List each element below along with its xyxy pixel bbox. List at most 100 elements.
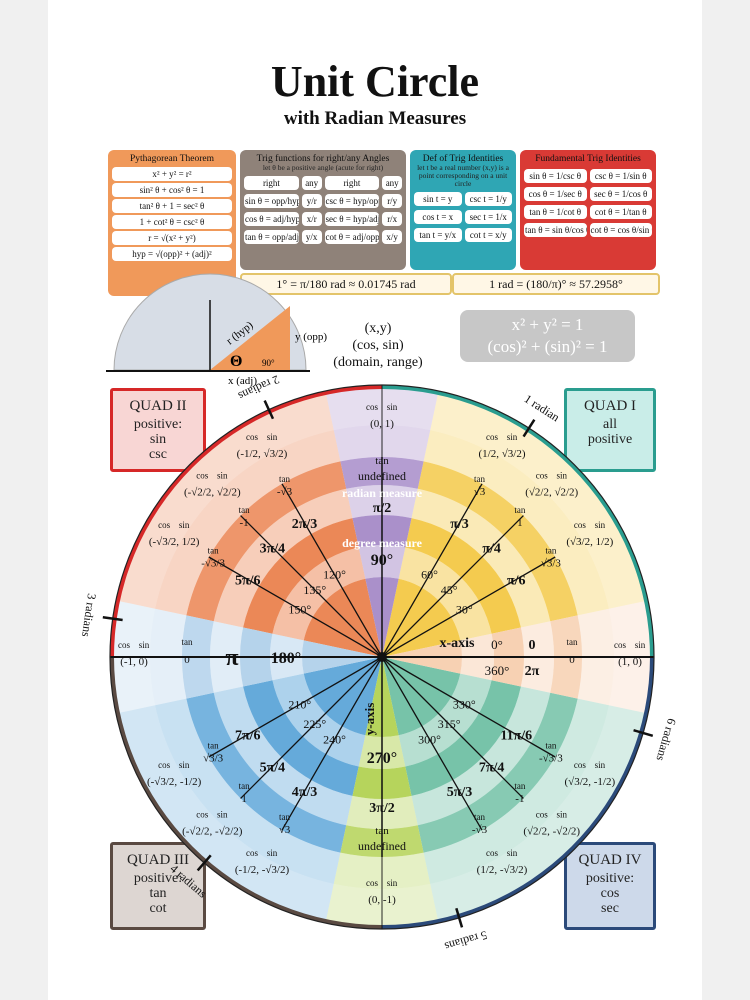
fundamental-cell: tan θ = sin θ/cos θ	[524, 223, 587, 237]
x-axis-label: x-axis	[440, 636, 476, 651]
circle-outline	[109, 384, 655, 930]
degree-label: 315°	[438, 717, 461, 731]
quad-title: QUAD III	[126, 852, 190, 868]
sin-label: sin	[507, 848, 518, 858]
tan-label: tan	[514, 781, 525, 791]
radian-tick-label: 4 radians	[167, 861, 209, 900]
tan-label: tan	[208, 741, 219, 751]
radian-tick	[263, 400, 275, 420]
radian-label: 5π/3	[447, 785, 473, 800]
xy-legend-line: (cos, sin)	[352, 338, 404, 353]
degree-label: 90°	[371, 552, 393, 569]
ratio-cell: sec θ = hyp/adj	[324, 212, 380, 226]
radian-label: 0	[529, 638, 536, 653]
sin-label: sin	[267, 432, 278, 442]
ratio-cell: sin θ = opp/hyp	[244, 194, 299, 208]
tan-label: tan	[182, 637, 193, 647]
quadrant-iv-sector-ring	[417, 692, 578, 853]
angle-spoke	[381, 656, 524, 799]
tan-label: tan	[474, 474, 485, 484]
angle-spoke	[240, 656, 383, 799]
ratio-cell: csc θ = hyp/opp	[324, 194, 380, 208]
quadrant-i-sector-ring	[423, 430, 609, 616]
quadrant-iv-sector-ring	[423, 698, 609, 884]
sin-label: sin	[179, 520, 190, 530]
quad-line: tan	[149, 886, 167, 901]
rad-to-deg-conversion: 1 rad = (180/π)° ≈ 57.2958°	[452, 273, 660, 295]
right-angles-note: let θ be a positive angle (acute for rig…	[262, 163, 384, 172]
ratio-cell: cot θ = adj/opp	[324, 230, 380, 244]
origin-dot	[377, 652, 387, 662]
coordinate-label: (√2/2, √2/2)	[525, 486, 578, 498]
coordinate-label: (-√2/2, -√2/2)	[182, 826, 243, 838]
angle-spoke	[281, 656, 383, 831]
tan-value: 0	[184, 654, 190, 666]
pythagorean-item: r = √(x² + y²)	[112, 231, 232, 245]
pythagorean-title: Pythagorean Theorem	[130, 154, 214, 164]
degree-label: 30°	[456, 603, 473, 617]
quadrant-iv-sector-ring	[411, 686, 551, 826]
ratio-cell: cos θ = adj/hyp	[244, 212, 299, 226]
quad-line: cos	[600, 886, 620, 901]
degree-label: 330°	[453, 698, 476, 712]
cos-label: cos	[486, 848, 498, 858]
sin-label: sin	[139, 640, 150, 650]
tan-value: √3/3	[541, 558, 562, 570]
tan-value: -1	[240, 517, 249, 529]
identities-def-box: Def of Trig Identities let t be a real n…	[410, 150, 516, 270]
identities-def-note: let t be a real number (x,y) is a point …	[417, 163, 509, 188]
quad-iv-box: QUAD IV positive: cos sec	[564, 842, 656, 930]
quadrant-ii-sector-ring	[115, 390, 334, 609]
fundamental-box: Fundamental Trig Identities sin θ = 1/cs…	[520, 150, 656, 270]
fundamental-cell: csc θ = 1/sin θ	[589, 169, 652, 183]
radian-label: 7π/6	[235, 729, 261, 744]
tan-value: 1	[517, 517, 523, 529]
quadrant-ii-sector-ring	[186, 461, 347, 622]
radian-label: 2π/3	[292, 517, 318, 532]
quad-title: QUAD II	[129, 398, 187, 414]
angle-spoke	[381, 556, 556, 658]
quad-line: sin	[149, 432, 167, 447]
degree-label: 60°	[421, 568, 438, 582]
sin-label: sin	[556, 470, 567, 480]
xy-legend-line: (domain, range)	[333, 355, 423, 370]
triangle-opp-label: y (opp)	[295, 331, 327, 343]
ratio-cell: r/x	[382, 212, 402, 226]
identity-cell: csc t = 1/y	[464, 192, 512, 206]
degree-measure-band: degree measure	[342, 536, 423, 550]
tan-label: tan	[279, 812, 290, 822]
tan-label: tan	[514, 505, 525, 515]
degree-label: 240°	[323, 732, 346, 746]
quadrant-iii-sector-ring	[115, 705, 334, 924]
quadrant-i-sector-ring	[430, 390, 649, 609]
degree-label: 270°	[367, 750, 397, 767]
ratio-cell: r/y	[382, 194, 402, 208]
sin-label: sin	[267, 848, 278, 858]
radian-label: π/3	[450, 517, 469, 532]
coordinate-label: (1/2, -√3/2)	[477, 864, 528, 876]
radian-tick	[102, 615, 123, 622]
radian-measure-band: radian measure	[342, 486, 423, 500]
coordinate-label: (-1, 0)	[120, 656, 148, 668]
degree-label: 300°	[418, 732, 441, 746]
coordinate-label: (1/2, √3/2)	[479, 448, 526, 460]
tan-label: tan	[567, 637, 578, 647]
ratio-cell: y/r	[301, 194, 322, 208]
y-axis-label: y-axis	[362, 703, 377, 736]
pythagorean-item: sin² θ + cos² θ = 1	[112, 183, 232, 197]
triangle-theta-label: Θ	[230, 353, 242, 370]
pythagorean-item: 1 + cot² θ = csc² θ	[112, 215, 232, 229]
cos-label: cos	[246, 848, 258, 858]
tan-value: undefined	[358, 839, 406, 853]
radian-tick-label: 3 radians	[79, 593, 99, 639]
coordinate-label: (-1/2, -√3/2)	[235, 864, 290, 876]
ratio-cell: x/r	[301, 212, 322, 226]
quadrant-iii-sector-ring	[186, 692, 347, 853]
pythagorean-item: x² + y² = r²	[112, 167, 232, 181]
quadrant-iv-sector-ring	[430, 705, 649, 924]
col-header: any	[301, 176, 322, 190]
degree-label: 0°	[491, 637, 503, 652]
deg-to-rad-conversion: 1° = π/180 rad ≈ 0.01745 rad	[240, 273, 452, 295]
quad-line: csc	[149, 447, 167, 462]
